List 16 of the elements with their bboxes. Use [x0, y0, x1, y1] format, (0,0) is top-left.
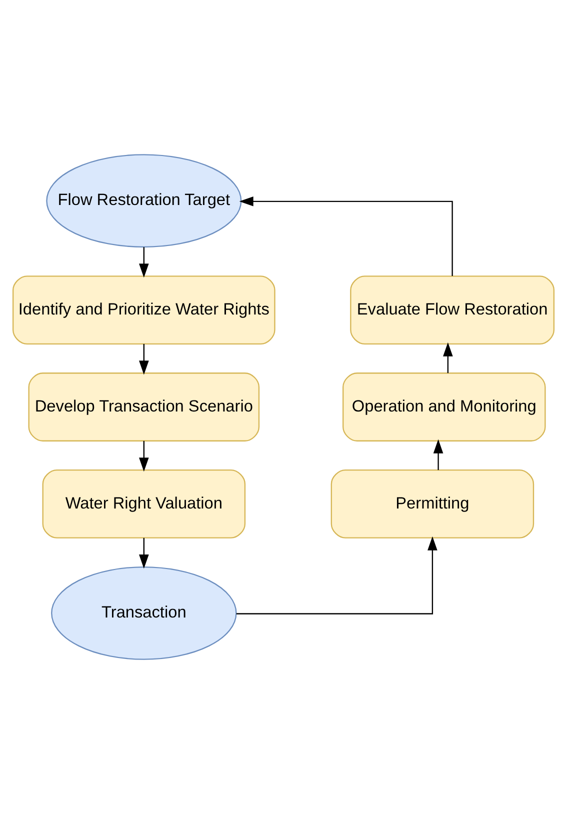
- node-ellipse: Transaction: [51, 566, 237, 660]
- node-box: Permitting: [330, 470, 534, 538]
- arrow: [236, 536, 438, 614]
- arrow: [433, 439, 444, 470]
- arrow: [139, 247, 149, 278]
- arrow: [239, 196, 453, 276]
- node-ellipse: Flow Restoration Target: [46, 154, 242, 248]
- arrow: [139, 440, 149, 472]
- node-box: Operation and Monitoring: [342, 372, 546, 442]
- node-box: Identify and Prioritize Water Rights: [12, 276, 276, 344]
- node-box: Evaluate Flow Restoration: [350, 276, 555, 344]
- arrow: [139, 344, 149, 375]
- arrow: [443, 342, 453, 374]
- node-box: Develop Transaction Scenario: [28, 372, 260, 442]
- node-box: Water Right Valuation: [42, 470, 246, 538]
- arrow: [139, 538, 149, 569]
